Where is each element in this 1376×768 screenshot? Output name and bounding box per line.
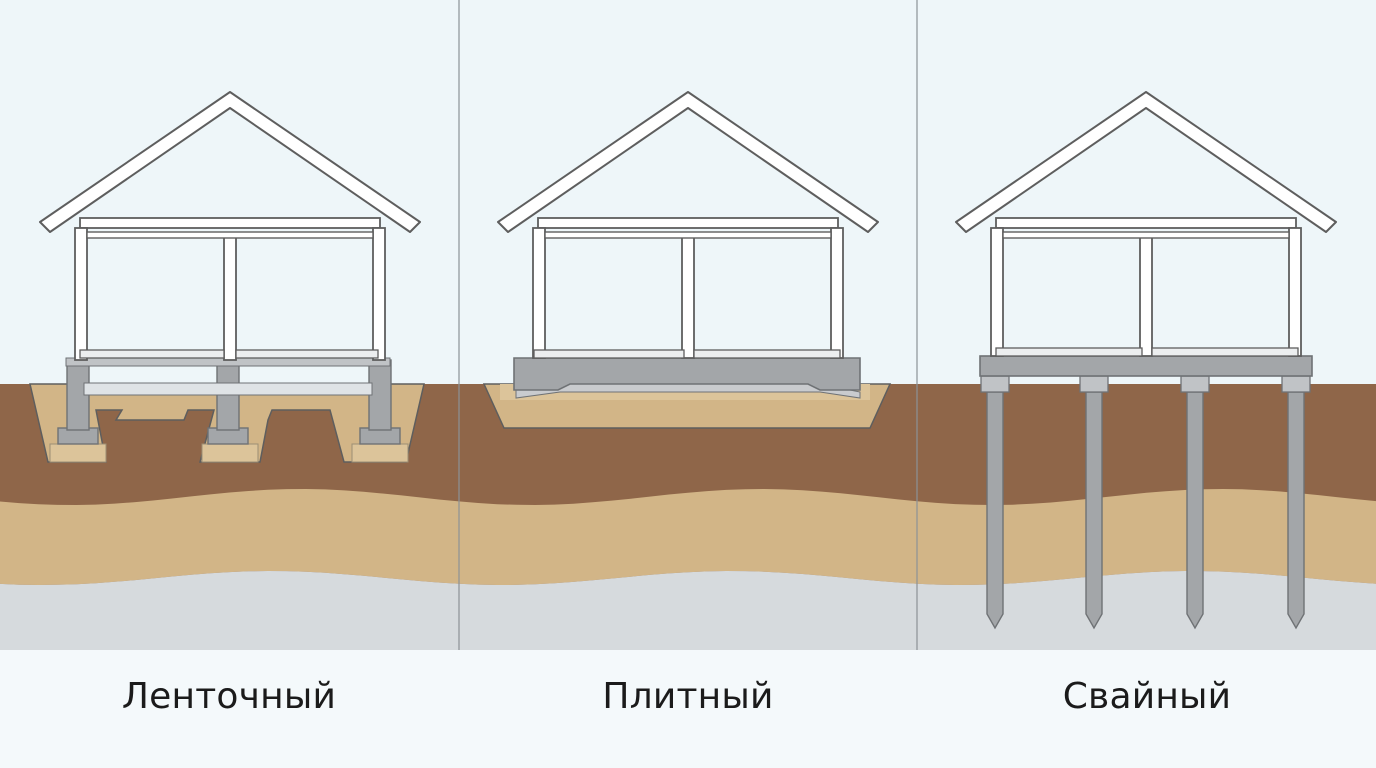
roof <box>955 91 1337 233</box>
top-plate <box>86 231 374 239</box>
clay-layer <box>0 571 459 650</box>
floor-beam <box>533 349 685 359</box>
left-wall <box>74 227 88 361</box>
strip-foundation-panel <box>0 0 459 650</box>
gravel-cushion <box>201 443 259 463</box>
left-wall <box>990 227 1004 357</box>
sand-layer <box>917 489 1376 585</box>
clay-layer <box>459 571 917 650</box>
clay-layer-bottom <box>917 640 1376 650</box>
clay-layer <box>917 571 1376 650</box>
clay-layer-bottom <box>459 640 917 650</box>
pile <box>1287 391 1305 630</box>
pile <box>1186 391 1204 630</box>
gravel-cushion <box>49 443 107 463</box>
top-plate <box>544 231 832 239</box>
floor-beam <box>235 349 379 359</box>
right-wall <box>1288 227 1302 357</box>
sub-floor <box>83 382 373 396</box>
pile <box>986 391 1004 630</box>
middle-post <box>1139 235 1153 357</box>
roof <box>497 91 879 233</box>
right-wall <box>372 227 386 361</box>
middle-post <box>681 235 695 359</box>
pile-foundation-panel <box>917 0 1376 650</box>
pile-cap <box>1079 375 1109 393</box>
strip-foundation-caption: Ленточный <box>121 676 337 717</box>
floor-beam <box>1151 347 1299 357</box>
roof <box>39 91 421 233</box>
pile <box>1085 391 1103 630</box>
ceiling-beam <box>79 217 381 229</box>
slab-foundation-caption: Плитный <box>602 676 774 717</box>
pile-cap <box>1281 375 1311 393</box>
concrete-slab <box>513 357 861 391</box>
left-wall <box>532 227 546 359</box>
ceiling-beam <box>537 217 839 229</box>
clay-layer-bottom <box>0 640 459 650</box>
right-wall <box>830 227 844 359</box>
pile-foundation-caption: Свайный <box>1062 676 1232 717</box>
floor-beam <box>693 349 841 359</box>
middle-post <box>223 235 237 361</box>
slab-foundation-panel <box>459 0 917 650</box>
sand-layer <box>0 489 459 585</box>
pile-cap <box>980 375 1010 393</box>
top-plate <box>1002 231 1290 239</box>
floor-beam <box>79 349 225 359</box>
floor-beam <box>995 347 1143 357</box>
pile-cap <box>1180 375 1210 393</box>
ceiling-beam <box>995 217 1297 229</box>
grillage-beam <box>979 355 1313 377</box>
gravel-cushion <box>351 443 409 463</box>
sand-layer <box>459 489 917 585</box>
